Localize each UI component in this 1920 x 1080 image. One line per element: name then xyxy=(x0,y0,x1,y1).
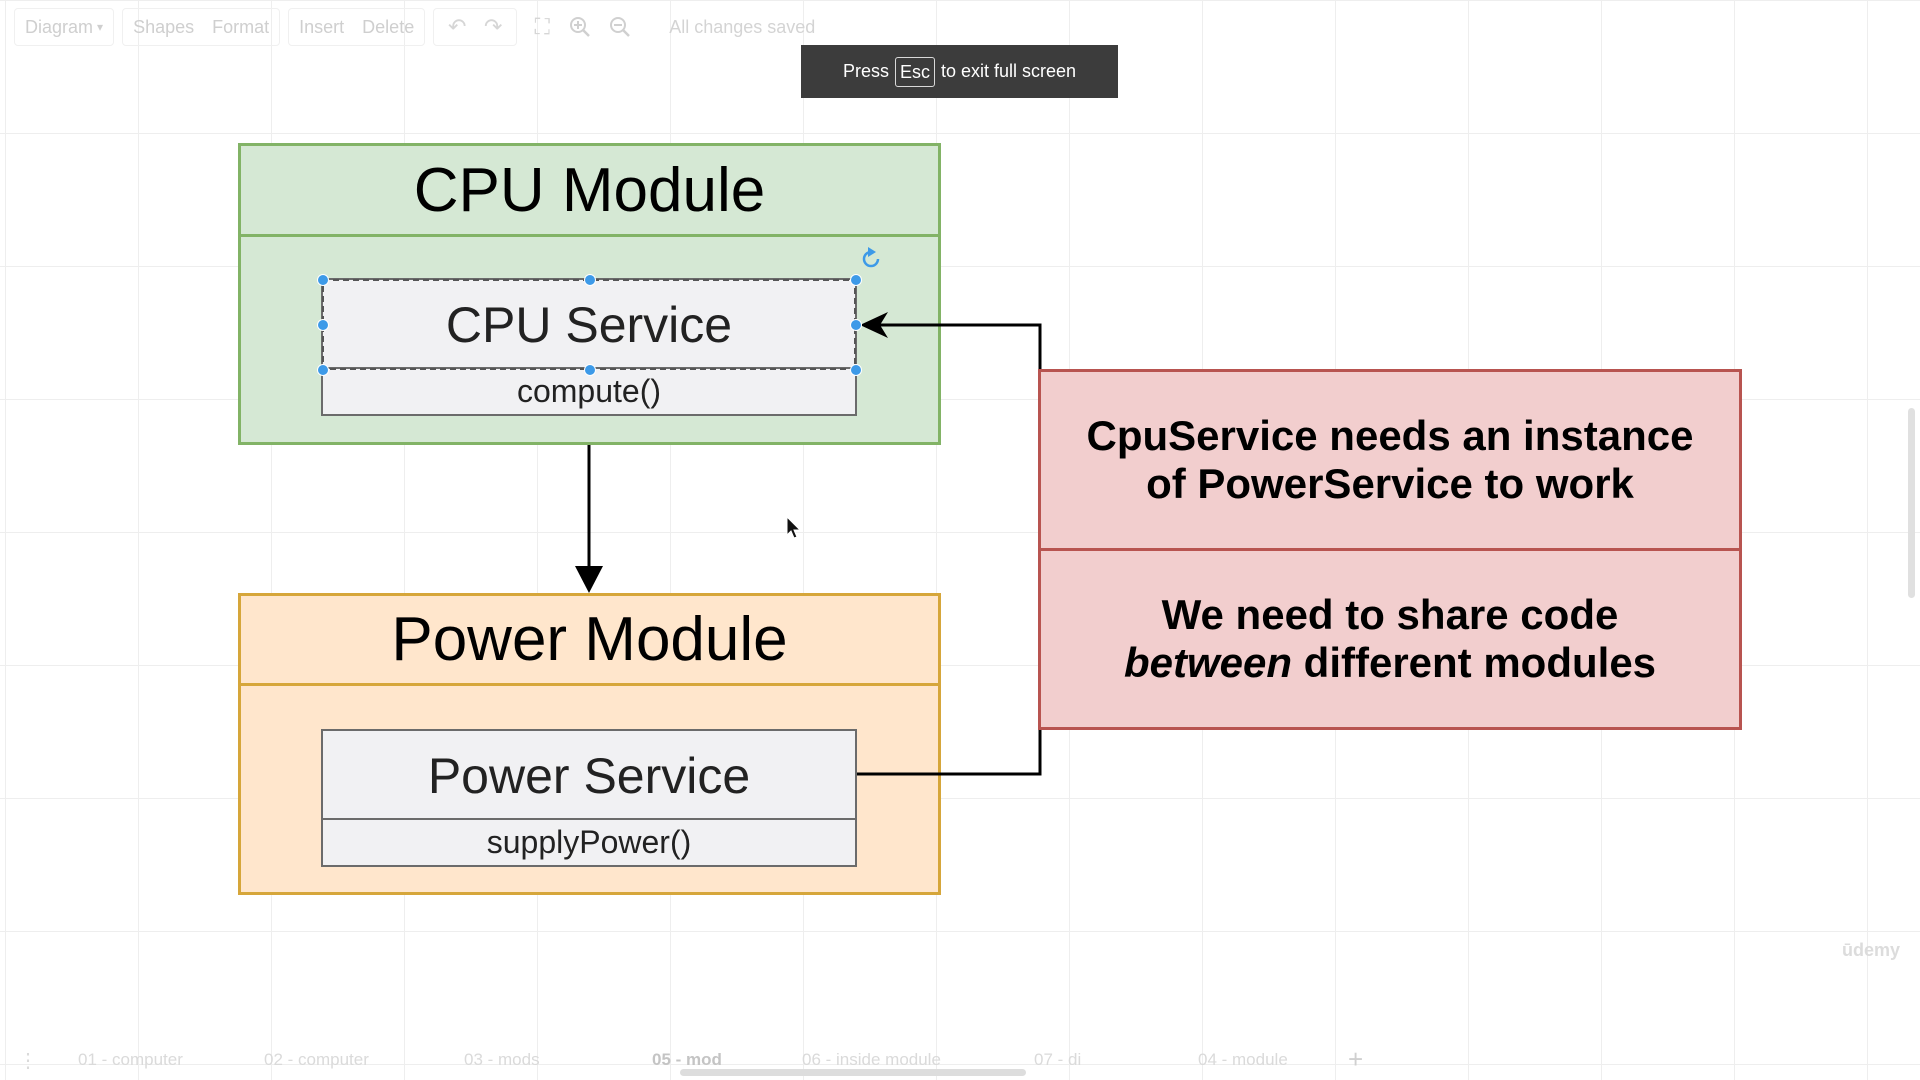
diagram-menu-group: Diagram ▾ xyxy=(14,8,115,46)
diagram-menu[interactable]: Diagram xyxy=(25,16,94,37)
selection-outline xyxy=(322,279,856,370)
power-module-title: Power Module xyxy=(391,605,788,674)
page-tab-active[interactable]: 05 - mod xyxy=(652,1050,722,1069)
note-line-4: between different modules xyxy=(1124,639,1656,687)
page-tab[interactable]: 02 - computer xyxy=(264,1050,369,1069)
explanation-note[interactable]: CpuService needs an instance of PowerSer… xyxy=(1038,369,1742,730)
page-tab[interactable]: 04 - module xyxy=(1198,1050,1288,1069)
cpu-service-class[interactable]: CPU Service compute() xyxy=(321,278,857,416)
resize-handle-e[interactable] xyxy=(850,319,862,331)
page-tabs-bar: ⋮ 01 - computer 02 - computer 03 - mods … xyxy=(0,1040,1920,1080)
cpu-module-title: CPU Module xyxy=(413,155,766,225)
chevron-down-icon: ▾ xyxy=(97,20,104,34)
note-line-2: of PowerService to work xyxy=(1146,460,1634,507)
redo-icon[interactable]: ↷ xyxy=(483,14,503,39)
cpu-service-title-area: CPU Service xyxy=(323,280,855,369)
note-line-1: CpuService needs an instance xyxy=(1086,412,1694,459)
page-menu-icon[interactable]: ⋮ xyxy=(18,1050,38,1072)
resize-handle-n[interactable] xyxy=(584,274,596,286)
insert-button[interactable]: Insert xyxy=(299,16,345,37)
page-tab[interactable]: 01 - computer xyxy=(78,1050,183,1069)
power-service-name: Power Service xyxy=(427,747,751,804)
esc-key-hint: Esc xyxy=(894,56,935,87)
fullscreen-notice: Press Esc to exit full screen xyxy=(801,45,1118,98)
format-group: Shapes Format xyxy=(122,8,281,46)
page-tab[interactable]: 07 - di xyxy=(1034,1050,1082,1069)
note-bottom-section: We need to share code between different … xyxy=(1041,551,1739,727)
history-group: ↶ ↷ xyxy=(433,8,518,46)
supply-power-method: supplyPower() xyxy=(486,824,692,860)
note-line-4-emphasis: between xyxy=(1123,639,1292,686)
power-service-class[interactable]: Power Service supplyPower() xyxy=(321,729,857,867)
zoom-out-icon[interactable] xyxy=(607,14,633,40)
resize-handle-se[interactable] xyxy=(850,364,862,376)
resize-handle-nw[interactable] xyxy=(317,274,329,286)
power-service-method-row: supplyPower() xyxy=(323,818,855,865)
note-line-4-rest: different modules xyxy=(1303,639,1657,686)
resize-handle-sw[interactable] xyxy=(317,364,329,376)
fullscreen-notice-suffix: to exit full screen xyxy=(940,61,1077,81)
add-page-icon[interactable]: + xyxy=(1348,1044,1364,1074)
note-top-section: CpuService needs an instance of PowerSer… xyxy=(1041,372,1739,551)
power-module-header: Power Module xyxy=(241,596,938,686)
page-tab[interactable]: 06 - inside module xyxy=(802,1050,941,1069)
shapes-button[interactable]: Shapes xyxy=(133,16,195,37)
toolbar: Diagram ▾ Shapes Format Insert Delete ↶ … xyxy=(14,8,894,46)
zoom-in-icon[interactable] xyxy=(567,14,593,40)
cpu-to-power-arrowhead xyxy=(575,566,603,593)
power-service-title-area: Power Service xyxy=(323,731,855,820)
save-status: All changes saved xyxy=(669,16,816,37)
fullscreen-icon[interactable]: ⛶ xyxy=(534,14,550,39)
page-tab[interactable]: 03 - mods xyxy=(464,1050,540,1069)
note-line-3: We need to share code xyxy=(1161,591,1619,638)
cpu-service-name: CPU Service xyxy=(445,296,733,353)
horizontal-scrollbar[interactable] xyxy=(680,1069,1026,1076)
mouse-cursor-icon xyxy=(786,516,802,539)
rotate-handle-icon xyxy=(862,247,880,268)
udemy-watermark: ūdemy xyxy=(1842,940,1901,960)
dependency-arrowhead xyxy=(860,312,888,338)
edit-group: Insert Delete xyxy=(288,8,426,46)
format-button[interactable]: Format xyxy=(212,16,270,37)
compute-method: compute() xyxy=(516,373,662,409)
delete-button[interactable]: Delete xyxy=(362,16,415,37)
resize-handle-w[interactable] xyxy=(317,319,329,331)
dependency-connector-line xyxy=(857,323,1042,776)
vertical-scrollbar[interactable] xyxy=(1908,408,1915,598)
undo-icon[interactable]: ↶ xyxy=(447,14,467,39)
resize-handle-ne[interactable] xyxy=(850,274,862,286)
cpu-module-header: CPU Module xyxy=(241,146,938,237)
resize-handle-s[interactable] xyxy=(584,364,596,376)
fullscreen-notice-prefix: Press xyxy=(842,61,889,81)
